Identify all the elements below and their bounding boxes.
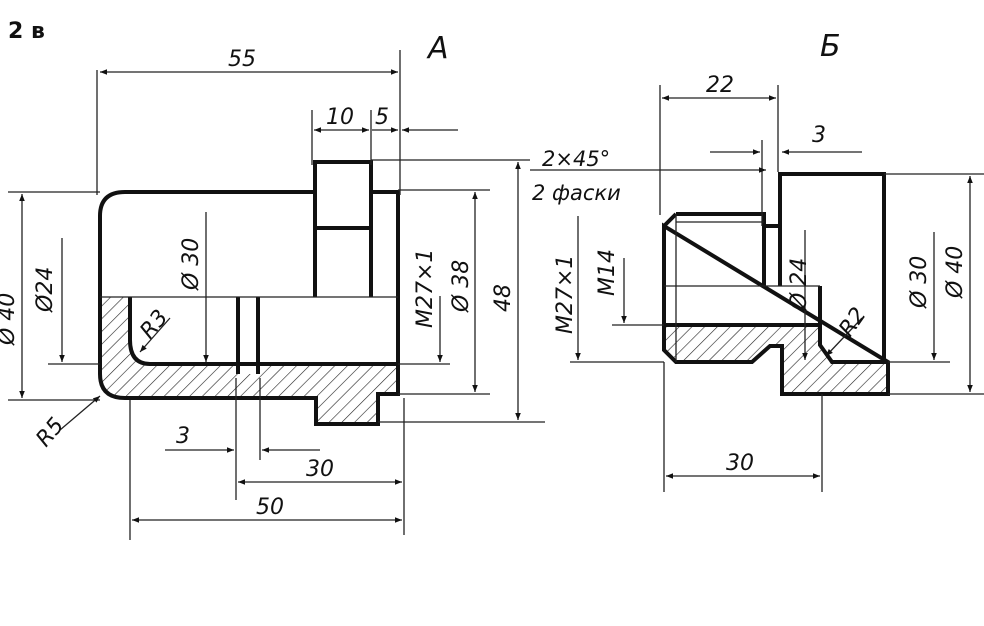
dim-a-dia-38: Ø 38: [449, 260, 474, 313]
view-a-dimension-texts: 55 10 5 Ø 40 Ø24 Ø 30 M27×1 Ø 38 48 R3 R…: [0, 47, 516, 520]
view-a-dimension-lines: [8, 50, 545, 540]
dim-a-55: 55: [228, 47, 256, 72]
view-b: Б: [530, 29, 984, 492]
dim-a-dia-30: Ø 30: [179, 238, 204, 291]
dim-b-dia-24: Ø 24: [787, 258, 812, 311]
dim-b-r2: R2: [834, 303, 871, 341]
view-b-section-hatch: [664, 325, 888, 394]
view-b-dimension-texts: 22 3 2×45° 2 фаски M27×1 M14 Ø 24 R2 Ø 3…: [532, 73, 968, 476]
view-a-label: А: [426, 31, 449, 66]
dim-b-dia-30: Ø 30: [907, 256, 932, 309]
dim-b-thread-14: M14: [595, 249, 620, 296]
view-a-outline: [98, 160, 400, 426]
view-a: А: [0, 31, 545, 540]
dim-b-chamfer: 2×45°: [542, 147, 610, 171]
variant-label: 2 в: [8, 19, 45, 44]
view-b-dimension-lines: [530, 85, 984, 492]
dim-a-dia-40: Ø 40: [0, 293, 20, 346]
dim-a-3: 3: [176, 424, 190, 449]
dim-a-5: 5: [375, 105, 389, 130]
dim-a-dia-24: Ø24: [33, 267, 58, 313]
dim-a-r5: R5: [31, 413, 69, 452]
dim-a-10: 10: [326, 105, 354, 130]
dim-b-3: 3: [812, 123, 826, 148]
view-a-section-hatch: [100, 297, 398, 424]
view-b-label: Б: [820, 29, 841, 64]
dim-b-chamfer-note: 2 фаски: [532, 181, 621, 205]
dim-a-thread: M27×1: [413, 249, 438, 328]
dim-a-30: 30: [306, 457, 334, 482]
dim-b-22: 22: [706, 73, 734, 98]
dim-a-48: 48: [491, 284, 516, 312]
dim-b-30: 30: [726, 451, 754, 476]
dim-b-dia-40: Ø 40: [943, 246, 968, 299]
dim-a-50: 50: [256, 495, 284, 520]
view-b-outline: [662, 172, 890, 396]
dim-b-thread-27: M27×1: [553, 255, 578, 334]
dim-a-r3: R3: [135, 305, 173, 344]
